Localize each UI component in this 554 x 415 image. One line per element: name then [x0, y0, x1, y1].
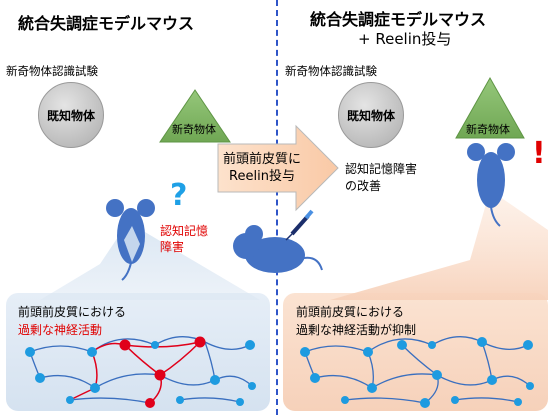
right-test-label: 新奇物体認識試験: [285, 64, 377, 78]
right-mouse-icon: [467, 143, 515, 227]
right-known-object-circle: 既知物体: [338, 82, 404, 148]
reelin-arrow: [217, 124, 339, 212]
syringe-icon: [285, 209, 314, 241]
left-known-object-circle: 既知物体: [38, 82, 104, 148]
center-mouse-icon: [233, 225, 323, 273]
right-neural-network: [300, 336, 534, 408]
left-focus-cone: [40, 222, 260, 300]
arrow-text-line1: 前頭前皮質に: [222, 152, 301, 167]
exclamation-mark-icon: !: [532, 136, 546, 171]
arrow-text-line2: Reelin投与: [229, 169, 295, 184]
left-panel-text-line2: 過剰な神経活動: [18, 323, 103, 337]
improvement-label-line2: の改善: [345, 179, 382, 193]
left-novel-triangle: [159, 89, 231, 143]
center-divider: [276, 0, 278, 415]
question-mark-icon: ?: [170, 178, 188, 213]
left-neural-panel: [6, 293, 270, 411]
deficit-label-line2: 障害: [160, 240, 185, 254]
right-novel-triangle: [455, 76, 525, 139]
left-neural-network: [25, 336, 256, 408]
right-panel-text-line1: 前頭前皮質における: [296, 305, 405, 319]
improvement-label-line1: 認知記憶障害: [345, 162, 418, 176]
right-focus-cone: [330, 190, 548, 300]
left-known-object-label: 既知物体: [46, 108, 95, 123]
left-mouse-icon: [106, 199, 155, 281]
right-known-object-label: 既知物体: [346, 108, 395, 123]
left-novel-object-label: 新奇物体: [172, 123, 216, 136]
right-novel-object-label: 新奇物体: [466, 123, 510, 136]
right-neural-panel: [283, 293, 548, 411]
deficit-label-line1: 認知記憶: [160, 224, 209, 238]
right-subtitle: + Reelin投与: [358, 30, 452, 48]
left-test-label: 新奇物体認識試験: [6, 64, 98, 78]
left-title: 統合失調症モデルマウス: [18, 14, 195, 33]
right-panel-text-line2: 過剰な神経活動が抑制: [296, 323, 417, 337]
right-title: 統合失調症モデルマウス: [310, 10, 487, 29]
left-panel-text-line1: 前頭前皮質における: [18, 305, 127, 319]
